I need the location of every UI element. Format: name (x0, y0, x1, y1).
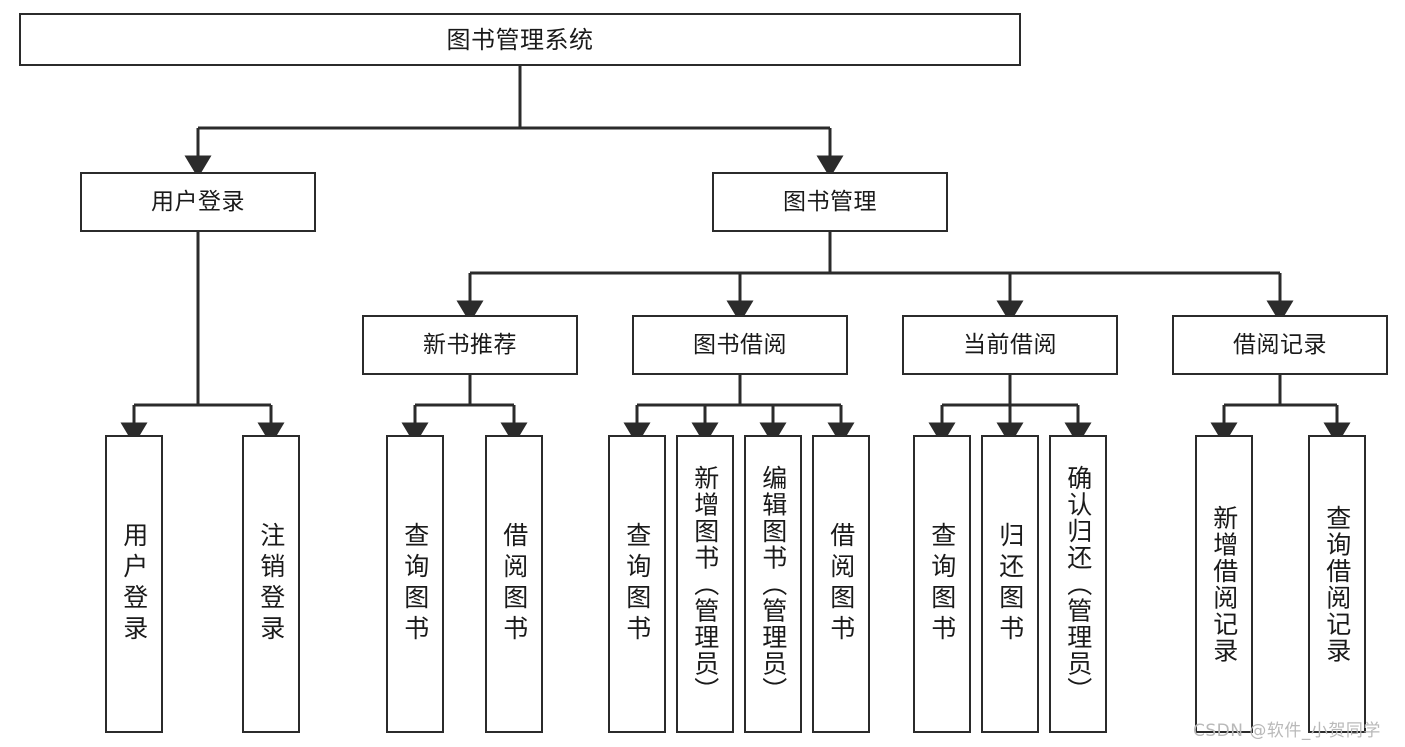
leaf-label: 借阅图书 (826, 522, 856, 646)
leaf-label: 归还图书 (995, 522, 1025, 646)
leaf-query-borrow-record[interactable]: 查询借阅记录 (1308, 435, 1366, 733)
leaf-label: 新增图书（管理员） (690, 464, 720, 704)
leaf-query-book-recommend[interactable]: 查询图书 (386, 435, 444, 733)
node-label: 图书借阅 (693, 331, 787, 358)
leaf-label: 新增借阅记录 (1209, 504, 1239, 664)
watermark-text: CSDN @软件_小贺同学 (1193, 721, 1381, 741)
node-user-login[interactable]: 用户登录 (80, 172, 316, 232)
leaf-edit-book-admin[interactable]: 编辑图书（管理员） (744, 435, 802, 733)
node-label: 当前借阅 (963, 331, 1057, 358)
node-label: 借阅记录 (1233, 331, 1327, 358)
leaf-label: 查询图书 (622, 522, 652, 646)
leaf-label: 注销登录 (256, 522, 286, 646)
leaf-add-borrow-record[interactable]: 新增借阅记录 (1195, 435, 1253, 733)
node-label: 新书推荐 (423, 331, 517, 358)
node-root-book-management-system[interactable]: 图书管理系统 (19, 13, 1021, 66)
leaf-borrow-book[interactable]: 借阅图书 (812, 435, 870, 733)
leaf-label: 查询图书 (400, 522, 430, 646)
node-current-borrow[interactable]: 当前借阅 (902, 315, 1118, 375)
leaf-user-login[interactable]: 用户登录 (105, 435, 163, 733)
leaf-label: 查询图书 (927, 522, 957, 646)
leaf-label: 确认归还（管理员） (1063, 464, 1093, 704)
leaf-query-book-current[interactable]: 查询图书 (913, 435, 971, 733)
node-book-borrow[interactable]: 图书借阅 (632, 315, 848, 375)
leaf-query-book-borrow[interactable]: 查询图书 (608, 435, 666, 733)
leaf-confirm-return-admin[interactable]: 确认归还（管理员） (1049, 435, 1107, 733)
leaf-return-book[interactable]: 归还图书 (981, 435, 1039, 733)
leaf-label: 编辑图书（管理员） (758, 464, 788, 704)
leaf-label: 借阅图书 (499, 522, 529, 646)
leaf-borrow-book-recommend[interactable]: 借阅图书 (485, 435, 543, 733)
node-borrow-record[interactable]: 借阅记录 (1172, 315, 1388, 375)
leaf-label: 查询借阅记录 (1322, 504, 1352, 664)
leaf-add-book-admin[interactable]: 新增图书（管理员） (676, 435, 734, 733)
node-new-book-recommend[interactable]: 新书推荐 (362, 315, 578, 375)
leaf-label: 用户登录 (119, 522, 149, 646)
leaf-user-logout[interactable]: 注销登录 (242, 435, 300, 733)
node-book-management[interactable]: 图书管理 (712, 172, 948, 232)
node-label: 用户登录 (151, 188, 245, 215)
node-label: 图书管理 (783, 188, 877, 215)
node-label: 图书管理系统 (446, 25, 594, 54)
